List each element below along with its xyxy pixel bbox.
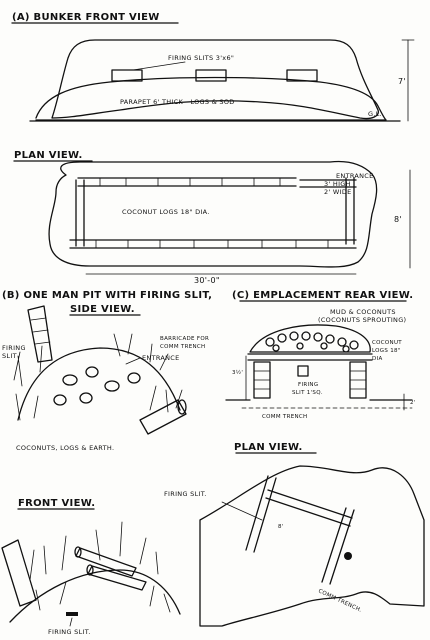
plan-view-title-2: PLAN VIEW. [234,442,303,453]
label-barricade-1: BARRICADE FOR [160,336,209,342]
plan-view-title-1: PLAN VIEW. [14,150,83,161]
leader-firing-slit-front [69,617,73,627]
plan-log-right [345,177,355,245]
leader-firing-slit-plan [221,501,263,521]
label-coconut-c3: DIA [372,356,383,362]
label-coconut-c1: COCONUT [372,340,402,346]
front-mound [9,569,181,623]
log-end [177,399,187,415]
palm-trunk-rings [30,317,51,345]
label-height-3half: 3½' [232,369,243,376]
left-log-stack [253,361,271,399]
label-coconut-c2: LOGS 18" [372,348,401,354]
one-man-pit-front-view: FRONT VIEW. FIRING SLIT. [1,498,181,636]
label-comm-trench-c: COMM TRENCH [262,414,307,420]
front-firing-slit [66,612,78,616]
label-width-8: 8' [394,215,402,224]
pit-mound [17,347,181,421]
bunker-front-view: (A) BUNKER FRONT VIEW FIRING SLITS 3'x6"… [11,12,415,122]
bunker-mound [51,39,379,120]
plan2-log-right [321,507,355,585]
plan-log-bottom [69,239,357,249]
label-height-7: 7' [398,77,406,86]
pit-grass [13,333,183,421]
section-b-subtitle: SIDE VIEW. [70,304,135,315]
label-comm-trench-plan: COMM TRENCH. [317,588,363,613]
label-firing-slit-b-1: FIRING [2,344,26,352]
label-mud-coconuts-2: (COCONUTS SPROUTING) [318,316,406,324]
plan-log-entrance [299,179,357,188]
label-entrance-wide: 2' WIDE [324,188,352,196]
pit-coconuts [53,366,141,406]
palm-trunk-front [1,539,37,607]
firing-slit-left [111,69,143,82]
label-entrance-high: 3' HIGH [324,180,351,188]
palm-trunk-b [27,305,53,363]
section-b-title: (B) ONE MAN PIT WITH FIRING SLIT, [2,290,212,301]
firing-slit-square [297,365,309,377]
emplacement-plan-view: PLAN VIEW. FIRING SLIT. 8' COMM TRENCH. [164,442,425,627]
section-c-title: (C) EMPLACEMENT REAR VIEW. [232,290,413,301]
section-a-title: (A) BUNKER FRONT VIEW [12,12,160,23]
roof-coconuts [265,331,359,353]
label-height-2: 2' [410,400,416,406]
protruding-log [139,399,187,435]
label-firing-slit-plan: FIRING SLIT. [164,490,207,498]
label-barricade-2: COMM TRENCH [160,344,205,350]
front-grass [29,521,171,613]
front-view-title: FRONT VIEW. [18,498,95,509]
bunker-plan-view: PLAN VIEW. COCONUT [13,150,411,285]
right-log-stack [349,361,367,399]
emplacement-roof [249,324,371,353]
plan-mound-outline [48,160,378,268]
label-length-30: 30'-0" [194,276,220,285]
plan2-outline [199,465,425,627]
one-man-pit-side-view: (B) ONE MAN PIT WITH FIRING SLIT, SIDE V… [2,290,212,452]
firing-slit-middle [195,69,227,82]
label-firing-slit-b-2: SLIT [2,352,17,360]
label-coconut-logs: COCONUT LOGS 18" DIA. [122,208,210,216]
front-logs [74,546,147,591]
label-gl: G.L. [368,110,382,118]
emplacement-rear-view: (C) EMPLACEMENT REAR VIEW. MUD & COCONUT… [225,290,416,420]
label-entrance: ENTRANCE [336,172,374,180]
label-mud-coconuts-1: MUD & COCONUTS [330,308,396,316]
label-parapet: PARAPET 6' THICK - LOGS & SOD [120,98,235,106]
plan2-log-top [265,489,353,527]
leader-entrance-b [125,357,141,365]
label-firing-slit-front: FIRING SLIT. [48,628,91,636]
plan-log-left [75,179,85,247]
bunker-parapet [35,76,387,121]
plan-log-top [77,177,297,187]
label-entrance-b: ENTRANCE [142,354,180,362]
plan2-marker [344,552,352,560]
label-firing-slit-sq-1: FIRING [298,382,318,388]
label-firing-slit-sq-2: SLIT 1'SQ. [292,390,323,396]
label-coconuts-logs-earth: COCONUTS, LOGS & EARTH. [16,444,114,452]
firing-slit-right [286,69,318,82]
label-firing-slits: FIRING SLITS 3'x6" [168,54,234,62]
label-dim-8-plan: 8' [278,524,284,530]
leader-firing-slits [132,61,186,71]
plan2-log-left [245,475,277,553]
